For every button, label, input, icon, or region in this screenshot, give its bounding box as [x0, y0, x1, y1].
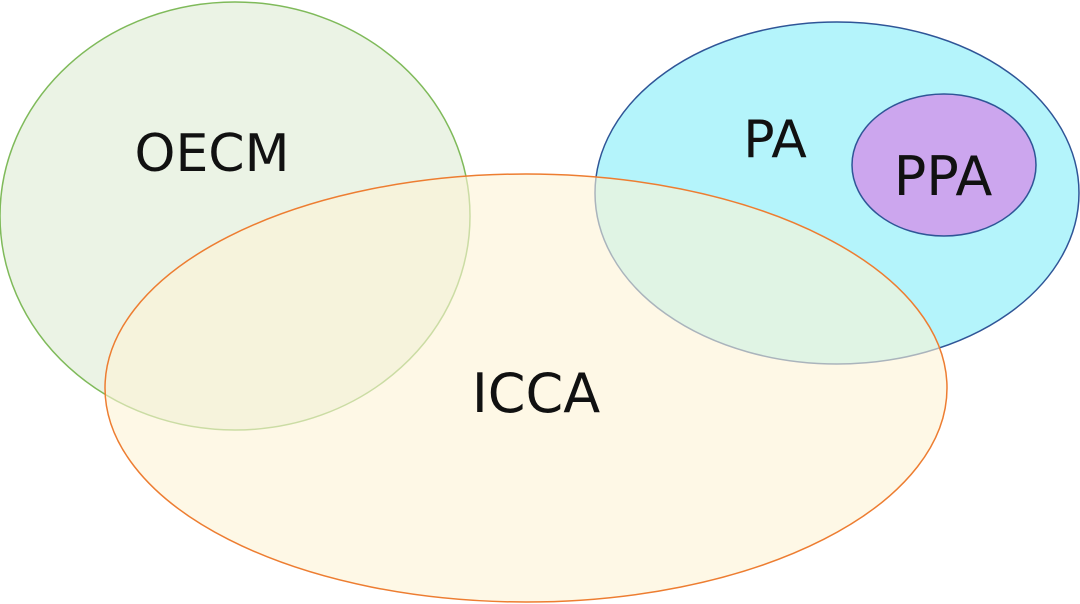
pa-label: PA	[743, 110, 807, 170]
icca-label: ICCA	[472, 362, 600, 425]
oecm-label: OECM	[135, 124, 290, 184]
ppa-ellipse	[851, 93, 1037, 237]
icca-ellipse	[104, 173, 948, 603]
ppa-label: PPA	[894, 145, 993, 208]
